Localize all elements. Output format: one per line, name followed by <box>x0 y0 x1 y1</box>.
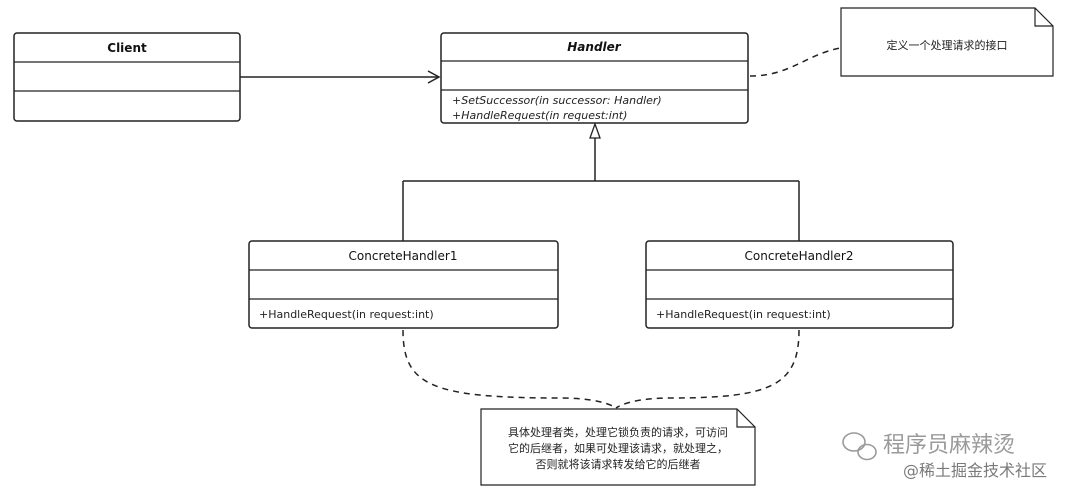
note-top-text: 定义一个处理请求的接口 <box>887 38 1008 52</box>
watermark: 程序员麻辣烫 @稀土掘金技术社区 <box>842 432 1047 480</box>
concrete-handler2-title: ConcreteHandler2 <box>745 249 854 263</box>
note-top: 定义一个处理请求的接口 <box>840 7 1054 77</box>
handler-method-set-successor: +SetSuccessor(in successor: Handler) <box>452 94 662 107</box>
handler-class[interactable]: Handler +SetSuccessor(in successor: Hand… <box>440 32 749 124</box>
concrete-handler1-title: ConcreteHandler1 <box>349 249 458 263</box>
concrete-handler2-method: +HandleRequest(in request:int) <box>656 308 831 321</box>
watermark-main: 程序员麻辣烫 <box>883 433 1015 458</box>
note-bottom-line-1: 具体处理者类，处理它锁负责的请求，可访问 <box>508 425 728 439</box>
wechat-icon <box>842 432 877 461</box>
handler-title: Handler <box>567 40 622 54</box>
client-title: Client <box>107 41 147 55</box>
concrete-handler2-class[interactable]: ConcreteHandler2 +HandleRequest(in reque… <box>645 240 954 329</box>
concrete-handler1-method: +HandleRequest(in request:int) <box>259 308 434 321</box>
note-bottom: 具体处理者类，处理它锁负责的请求，可访问 它的后继者，如果可处理该请求，就处理之… <box>480 408 756 486</box>
client-class[interactable]: Client <box>13 32 241 122</box>
note-bottom-connector-left <box>402 329 617 409</box>
handler-method-handle-request: +HandleRequest(in request:int) <box>452 109 627 122</box>
note-bottom-connector-right <box>615 329 800 409</box>
note-bottom-line-3: 否则就将该请求转发给它的后继者 <box>536 457 701 471</box>
note-bottom-line-2: 它的后继者，如果可处理该请求，就处理之， <box>508 441 728 455</box>
note-top-connector <box>749 47 841 77</box>
generalization-lines <box>402 122 800 241</box>
concrete-handler1-class[interactable]: ConcreteHandler1 +HandleRequest(in reque… <box>248 240 559 329</box>
watermark-sub: @稀土掘金技术社区 <box>903 461 1047 480</box>
